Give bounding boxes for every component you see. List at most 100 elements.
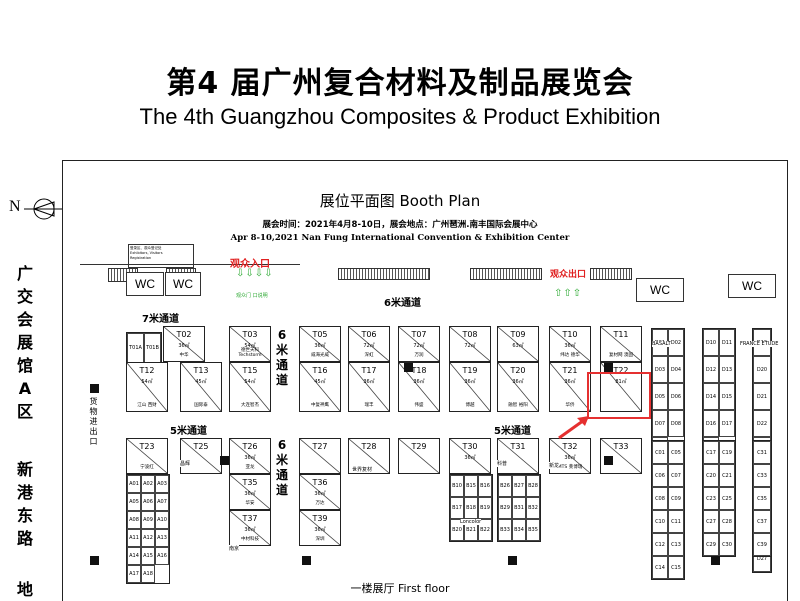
- booth-d13[interactable]: D13: [719, 356, 735, 383]
- booth-c21[interactable]: C21: [719, 464, 735, 487]
- booth-a16[interactable]: A16: [155, 547, 169, 565]
- booth-d21[interactable]: D21: [753, 383, 771, 410]
- booth-a06[interactable]: A06: [141, 493, 155, 511]
- booth-b28[interactable]: B28: [526, 475, 540, 497]
- booth-a12[interactable]: A12: [141, 529, 155, 547]
- booth-t01a[interactable]: T01A: [127, 333, 144, 363]
- booth-d14[interactable]: D14: [703, 383, 719, 410]
- booth-c12[interactable]: C12: [652, 533, 668, 556]
- booth-b31[interactable]: B31: [512, 497, 526, 519]
- booth-a05[interactable]: A05: [127, 493, 141, 511]
- booth-c07[interactable]: C07: [668, 464, 684, 487]
- booth-c23[interactable]: C23: [703, 487, 719, 510]
- booth-c09[interactable]: C09: [668, 487, 684, 510]
- booth-t25[interactable]: T25: [180, 438, 222, 474]
- booth-t31[interactable]: T31: [497, 438, 539, 474]
- booth-c14[interactable]: C14: [652, 556, 668, 579]
- booth-d16[interactable]: D16: [703, 410, 719, 437]
- booth-b15[interactable]: B15: [464, 475, 478, 497]
- booth-b35[interactable]: B35: [526, 519, 540, 541]
- booth-a18[interactable]: A18: [141, 565, 155, 583]
- booth-c28[interactable]: C28: [719, 510, 735, 533]
- booth-d22[interactable]: D22: [753, 410, 771, 437]
- booth-b27[interactable]: B27: [512, 475, 526, 497]
- booth-a07[interactable]: A07: [155, 493, 169, 511]
- booth-b26[interactable]: B26: [498, 475, 512, 497]
- booth-a15[interactable]: A15: [141, 547, 155, 565]
- booth-c31[interactable]: C31: [753, 441, 771, 464]
- booth-c11[interactable]: C11: [668, 510, 684, 533]
- booth-c35[interactable]: C35: [753, 487, 771, 510]
- booth-c30[interactable]: C30: [719, 533, 735, 556]
- booth-b10[interactable]: B10: [450, 475, 464, 497]
- booth-t27[interactable]: T27: [299, 438, 341, 474]
- booth-d15[interactable]: D15: [719, 383, 735, 410]
- booth-c10[interactable]: C10: [652, 510, 668, 533]
- booth-c06[interactable]: C06: [652, 464, 668, 487]
- booth-d08[interactable]: D08: [668, 410, 684, 437]
- booth-c05[interactable]: C05: [668, 441, 684, 464]
- booth-b18[interactable]: B18: [464, 497, 478, 519]
- booth-b34[interactable]: B34: [512, 519, 526, 541]
- booth-d06[interactable]: D06: [668, 383, 684, 410]
- booth-t01b[interactable]: T01B: [144, 333, 161, 363]
- booth-a11[interactable]: A11: [127, 529, 141, 547]
- booth-a08[interactable]: A08: [127, 511, 141, 529]
- booth-d05[interactable]: D05: [652, 383, 668, 410]
- booth-c19[interactable]: C19: [719, 441, 735, 464]
- booth-c01[interactable]: C01: [652, 441, 668, 464]
- booth-b33[interactable]: B33: [498, 519, 512, 541]
- booth-d03[interactable]: D03: [652, 356, 668, 383]
- booth-c08[interactable]: C08: [652, 487, 668, 510]
- booth-c13[interactable]: C13: [668, 533, 684, 556]
- booth-a09[interactable]: A09: [141, 511, 155, 529]
- booth-a17[interactable]: A17: [127, 565, 141, 583]
- booth-a02[interactable]: A02: [141, 475, 155, 493]
- booth-c27[interactable]: C27: [703, 510, 719, 533]
- booth-t29[interactable]: T29: [398, 438, 440, 474]
- booth-a14[interactable]: A14: [127, 547, 141, 565]
- booth-c29[interactable]: C29: [703, 533, 719, 556]
- booth-c25[interactable]: C25: [719, 487, 735, 510]
- booth-a01[interactable]: A01: [127, 475, 141, 493]
- booth-d07[interactable]: D07: [652, 410, 668, 437]
- booth-b19[interactable]: B19: [478, 497, 492, 519]
- booth-a13[interactable]: A13: [155, 529, 169, 547]
- booth-b16[interactable]: B16: [478, 475, 492, 497]
- booth-c39[interactable]: C39: [753, 533, 771, 556]
- booth-c33[interactable]: C33: [753, 464, 771, 487]
- booth-d12[interactable]: D12: [703, 356, 719, 383]
- booth-b17[interactable]: B17: [450, 497, 464, 519]
- booth-d04[interactable]: D04: [668, 356, 684, 383]
- booth-c15[interactable]: C15: [668, 556, 684, 579]
- booth-b22[interactable]: B22: [478, 519, 492, 541]
- booth-d20[interactable]: D20: [753, 356, 771, 383]
- booth-d11[interactable]: D11: [719, 329, 735, 356]
- booth-a03[interactable]: A03: [155, 475, 169, 493]
- booth-d10[interactable]: D10: [703, 329, 719, 356]
- booth-d17[interactable]: D17: [719, 410, 735, 437]
- booth-c37[interactable]: C37: [753, 510, 771, 533]
